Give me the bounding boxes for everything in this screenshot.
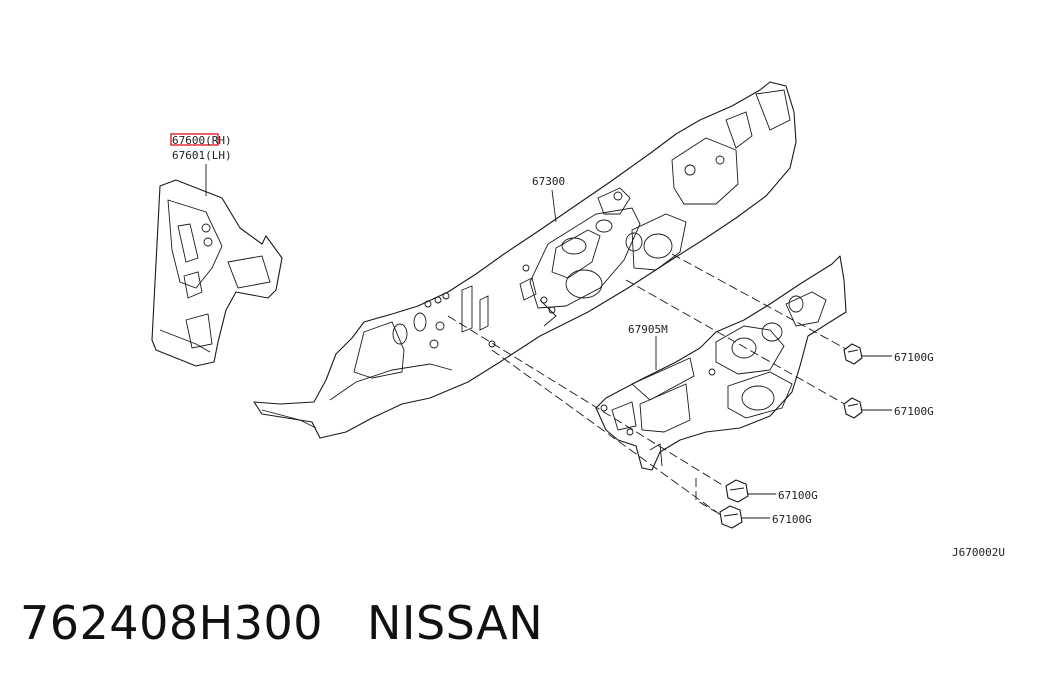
part-label-67600[interactable]: 67600(RH) <box>172 134 232 147</box>
part-label-67300[interactable]: 67300 <box>532 175 565 188</box>
clip-part-3[interactable] <box>725 479 749 503</box>
part-label-clip-2[interactable]: 67100G <box>894 405 934 418</box>
clip-part-4[interactable] <box>719 505 743 529</box>
footer-part-number: 762408H300 <box>20 596 323 650</box>
dash-panel-leader <box>551 189 557 223</box>
part-label-67905M[interactable]: 67905M <box>628 323 668 336</box>
footer-brand: NISSAN <box>367 596 544 650</box>
dash-insulator-part[interactable] <box>595 255 847 471</box>
part-label-clip-4[interactable]: 67100G <box>772 513 812 526</box>
assembly-lines <box>447 253 849 517</box>
side-insulator-part[interactable] <box>151 179 283 367</box>
diagram-code: J670002U <box>952 546 1005 559</box>
part-label-67601[interactable]: 67601(LH) <box>172 149 232 162</box>
part-label-clip-1[interactable]: 67100G <box>894 351 934 364</box>
footer-caption: 762408H300 NISSAN <box>20 596 543 650</box>
clip-part-2[interactable] <box>843 397 863 419</box>
part-label-clip-3[interactable]: 67100G <box>778 489 818 502</box>
clip-part-1[interactable] <box>843 343 863 365</box>
dash-panel-part[interactable] <box>253 81 797 439</box>
part-highlight-box <box>170 133 219 146</box>
